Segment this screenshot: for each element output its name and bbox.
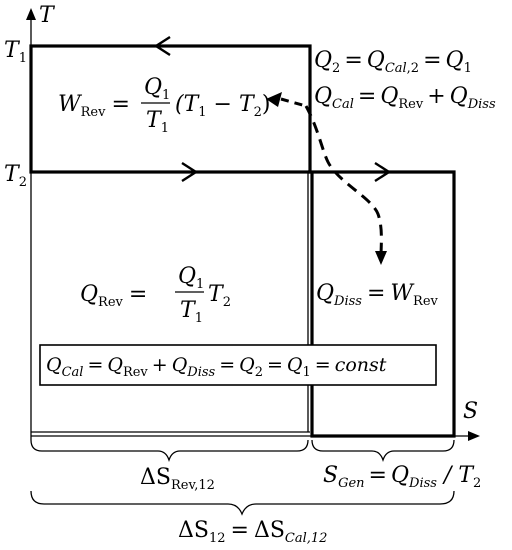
boxed-equation: QCal=QRev+QDiss=Q2=Q1=const	[46, 354, 387, 380]
svg-text:(T1 − T2): (T1 − T2)	[175, 92, 271, 120]
q2-equation: Q2=QCal,2=Q1	[314, 48, 472, 76]
t-axis-label: T	[39, 3, 56, 28]
svg-text:Q1: Q1	[178, 264, 204, 292]
w-rev-equation: WRev= Q1 T1 (T1 − T2)	[58, 75, 271, 136]
svg-text:Q2=QCal,2=Q1: Q2=QCal,2=Q1	[314, 48, 472, 76]
middle-arrow	[181, 161, 199, 183]
svg-text:T1: T1	[180, 298, 203, 326]
top-arrow	[153, 35, 171, 57]
t1-label: T1	[4, 38, 27, 66]
svg-text:T2: T2	[208, 282, 231, 310]
svg-text:QCal=QRev+QDiss=Q2=Q1=const: QCal=QRev+QDiss=Q2=Q1=const	[46, 354, 387, 380]
delta-s-total-label: ΔS12=ΔSCal,12	[178, 518, 327, 546]
svg-text:ΔSRev,12: ΔSRev,12	[140, 465, 215, 493]
svg-text:T1: T1	[146, 108, 169, 136]
svg-text:QDiss=WRev: QDiss=WRev	[316, 281, 439, 309]
q-diss-equation: QDiss=WRev	[316, 281, 439, 309]
svg-text:QRev=: QRev=	[80, 282, 147, 310]
s-gen-label: SGen=QDiss / T2	[323, 463, 481, 491]
t2-label: T2	[4, 162, 27, 190]
rev-brace	[30, 439, 309, 463]
qcal-equation: QCal=QRev+QDiss	[314, 84, 496, 112]
svg-text:SGen=QDiss / T2: SGen=QDiss / T2	[323, 463, 481, 491]
dashed-link	[280, 97, 307, 108]
dashed-curve	[304, 105, 388, 265]
reversible-cycle	[29, 44, 312, 174]
boxed-equation-frame	[39, 344, 437, 386]
svg-text:ΔS12=ΔSCal,12: ΔS12=ΔSCal,12	[178, 518, 327, 546]
gen-brace	[311, 439, 455, 463]
q-rev-equation: QRev= Q1 T1 T2	[80, 264, 231, 326]
delta-s-rev-label: ΔSRev,12	[140, 465, 215, 493]
s-axis-label: S	[463, 399, 478, 424]
total-brace	[30, 490, 455, 516]
svg-text:Q1: Q1	[144, 75, 170, 103]
dashed-arrowhead-left	[266, 92, 282, 107]
svg-text:QCal=QRev+QDiss: QCal=QRev+QDiss	[314, 84, 496, 112]
svg-text:WRev=: WRev=	[58, 92, 130, 120]
right-arrow	[374, 161, 392, 183]
